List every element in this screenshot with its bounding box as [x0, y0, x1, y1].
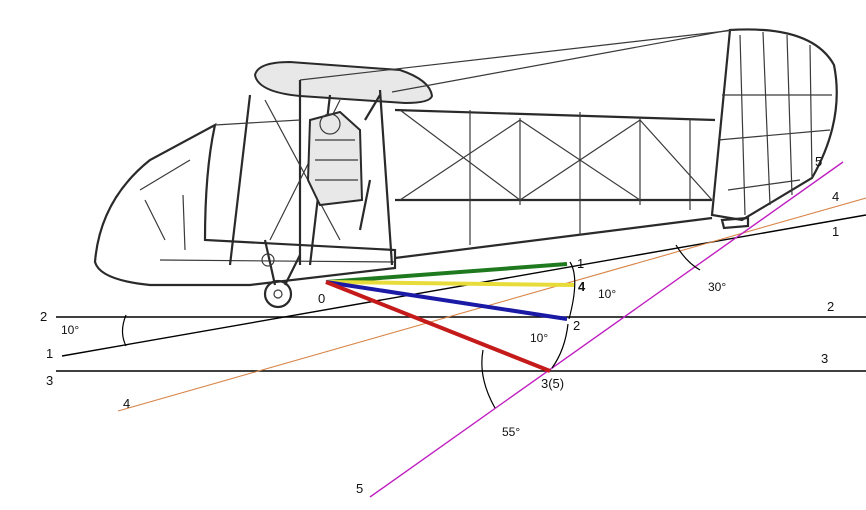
- angle-lower-10: 10°: [530, 331, 548, 345]
- labels: 0 1 4 2 3(5) 2 1 3 4 5 5 4 1 2 3 10° 10°…: [40, 154, 839, 496]
- ray-red: [325, 280, 551, 373]
- label-line-4-left: 4: [123, 396, 130, 411]
- angle-left-10: 10°: [61, 323, 79, 337]
- angle-30: 30°: [708, 280, 726, 294]
- label-line-3-left: 3: [46, 373, 53, 388]
- angle-arcs: [121, 244, 701, 409]
- label-point-4: 4: [578, 279, 586, 294]
- wheel-icon: [263, 279, 293, 309]
- rays: [325, 262, 575, 373]
- angle-55: 55°: [502, 425, 520, 439]
- label-line-5-bottom: 5: [356, 481, 363, 496]
- label-point-1: 1: [577, 256, 584, 271]
- arc-lower-10: [551, 323, 569, 369]
- line-4: [117, 197, 866, 412]
- label-line-2-right: 2: [827, 299, 834, 314]
- ray-blue: [325, 280, 568, 321]
- ray-yellow: [325, 280, 575, 287]
- label-point-3-5: 3(5): [541, 376, 564, 391]
- aircraft-drawing: [93, 28, 838, 309]
- arc-left-10: [121, 314, 127, 347]
- arc-55: [481, 349, 496, 409]
- label-point-2: 2: [573, 318, 580, 333]
- line-5: [369, 161, 844, 498]
- label-line-2-left: 2: [40, 309, 47, 324]
- label-origin: 0: [318, 291, 325, 306]
- label-line-1-left: 1: [46, 346, 53, 361]
- ray-green: [325, 262, 568, 284]
- label-line-5-top: 5: [815, 154, 822, 169]
- angle-upper-10: 10°: [598, 287, 616, 301]
- label-line-1-right: 1: [832, 224, 839, 239]
- arc-30: [675, 244, 701, 271]
- label-line-4-right: 4: [832, 189, 839, 204]
- arc-upper-10: [568, 261, 576, 320]
- label-line-3-right: 3: [821, 351, 828, 366]
